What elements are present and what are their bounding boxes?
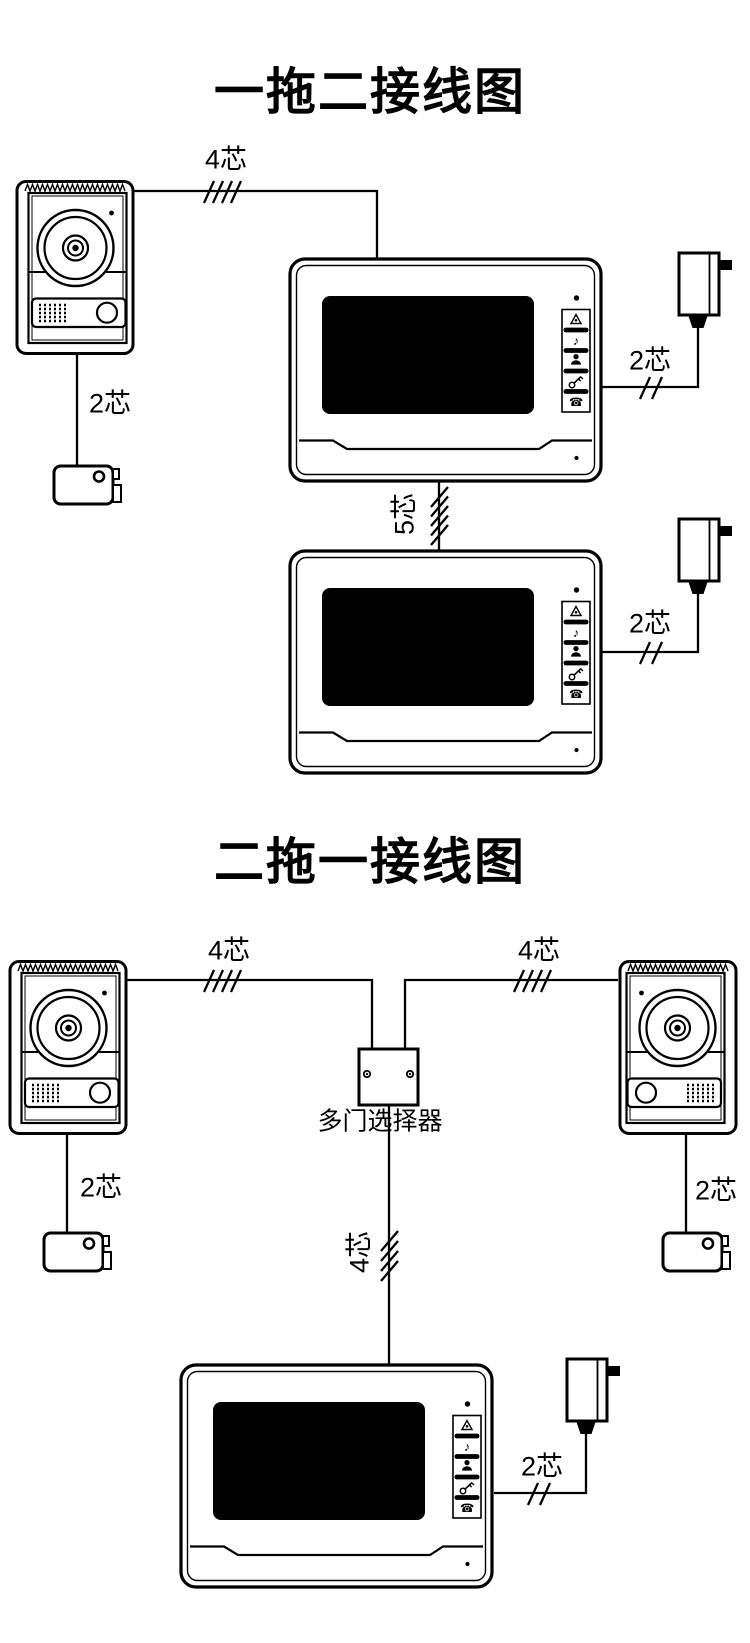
wire-label-2core-adapter1: 2芯 — [628, 345, 672, 376]
cable-hatch-marks-2core — [638, 376, 664, 400]
wire-label-2core-adapter3: 2芯 — [520, 1451, 564, 1482]
indoor-monitor-2 — [288, 549, 603, 775]
cable-hatch-marks-5core — [430, 486, 449, 546]
wire-label-4core-vertical: 4芯 — [344, 1230, 375, 1274]
wire-selector-to-monitor3 — [380, 1105, 399, 1366]
cable-hatch-marks-4core — [202, 969, 243, 993]
multi-door-selector — [357, 1047, 420, 1107]
wire-door-left-to-selector — [124, 969, 374, 1049]
door-station-left — [8, 958, 128, 1136]
power-adapter-1 — [677, 251, 734, 329]
cable-hatch-marks-4core — [380, 1230, 399, 1282]
wire-door1-to-monitor1 — [131, 180, 379, 260]
wire-label-2core-adapter2: 2芯 — [628, 608, 672, 639]
wire-monitor1-to-monitor2 — [430, 480, 449, 551]
wire-label-2core-lock1: 2芯 — [88, 388, 132, 419]
power-adapter-2 — [677, 517, 734, 595]
indoor-monitor-3 — [179, 1363, 494, 1589]
door-station-1 — [15, 178, 135, 356]
wire-label-2core-lock-right: 2芯 — [694, 1175, 738, 1206]
cable-hatch-marks-4core — [512, 969, 553, 993]
wire-label-5core: 5芯 — [389, 492, 420, 536]
diagram1-title: 一拖二接线图 — [214, 64, 526, 120]
wire-label-4core-left: 4芯 — [207, 935, 251, 966]
wire-door-right-to-selector — [403, 969, 618, 1049]
cable-hatch-marks-2core — [638, 641, 664, 665]
wire-label-4core-d1: 4芯 — [204, 144, 248, 175]
cable-hatch-marks-2core — [526, 1482, 552, 1506]
wire-label-2core-lock-left: 2芯 — [79, 1172, 123, 1203]
wire-adapter1-to-monitor1 — [601, 327, 700, 400]
wire-adapter3-to-monitor3 — [494, 1433, 588, 1506]
multi-door-selector-label: 多门选择器 — [317, 1107, 443, 1136]
electric-lock-1 — [52, 464, 122, 506]
electric-lock-left — [42, 1231, 112, 1273]
cable-hatch-marks-4core — [202, 180, 243, 204]
wire-label-4core-right: 4芯 — [517, 935, 561, 966]
door-station-right — [618, 958, 738, 1136]
electric-lock-right — [661, 1231, 731, 1273]
diagram2-title: 二拖一接线图 — [214, 834, 526, 890]
wire-adapter2-to-monitor2 — [601, 593, 700, 665]
power-adapter-3 — [565, 1357, 622, 1435]
indoor-monitor-1 — [288, 257, 603, 483]
selector-screw-holes — [362, 1069, 415, 1079]
